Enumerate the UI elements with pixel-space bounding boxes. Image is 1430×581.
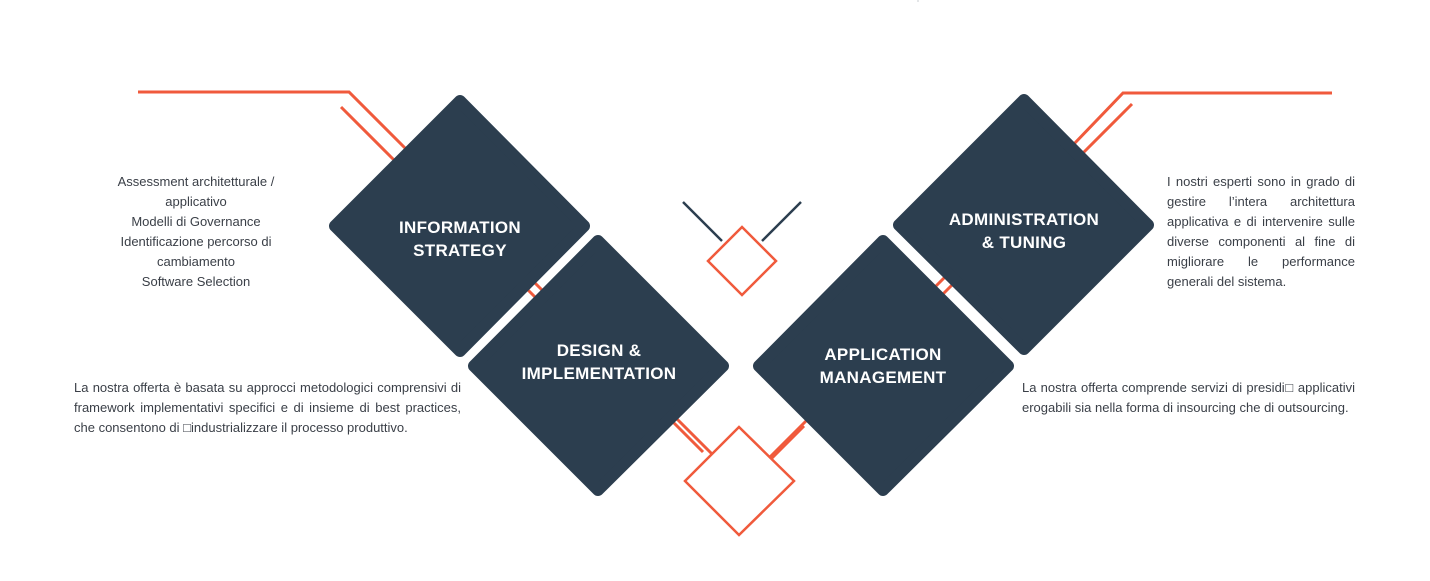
diamond-application-management <box>753 235 1014 496</box>
description-line: Assessment architetturale / <box>117 174 275 189</box>
diamond-design-implementation <box>468 235 729 496</box>
application-management-title: APPLICATION MANAGEMENT <box>819 345 947 387</box>
connector-lines-right <box>1071 91 1332 155</box>
information-strategy-description: Assessment architetturale / applicativo … <box>96 172 296 292</box>
administration-tuning-title: ADMINISTRATION & TUNING <box>948 210 1100 252</box>
design-implementation-description: La nostra offerta è basata su approcci m… <box>74 380 461 435</box>
diamond-information-strategy <box>329 95 590 357</box>
description-line: Identificazione percorso di <box>120 234 272 249</box>
description-line: Modelli di Governance <box>131 214 261 229</box>
description-line: Software Selection <box>141 274 251 289</box>
description-line: applicativo <box>165 194 227 209</box>
connector-lines-left <box>138 90 410 163</box>
application-management-description: La nostra offerta comprende servizi di p… <box>1022 380 1355 415</box>
description-line: cambiamento <box>156 254 236 269</box>
dark-v-lines <box>682 201 802 242</box>
information-strategy-title: INFORMATION STRATEGY <box>399 218 521 260</box>
administration-tuning-description: I nostri esperti sono in grado di gestir… <box>1167 174 1355 289</box>
design-implementation-title: DESIGN & IMPLEMENTATION <box>521 341 677 383</box>
small-outline-diamond <box>706 225 778 297</box>
diamond-administration-tuning <box>893 94 1154 355</box>
large-outline-diamond <box>683 425 796 537</box>
